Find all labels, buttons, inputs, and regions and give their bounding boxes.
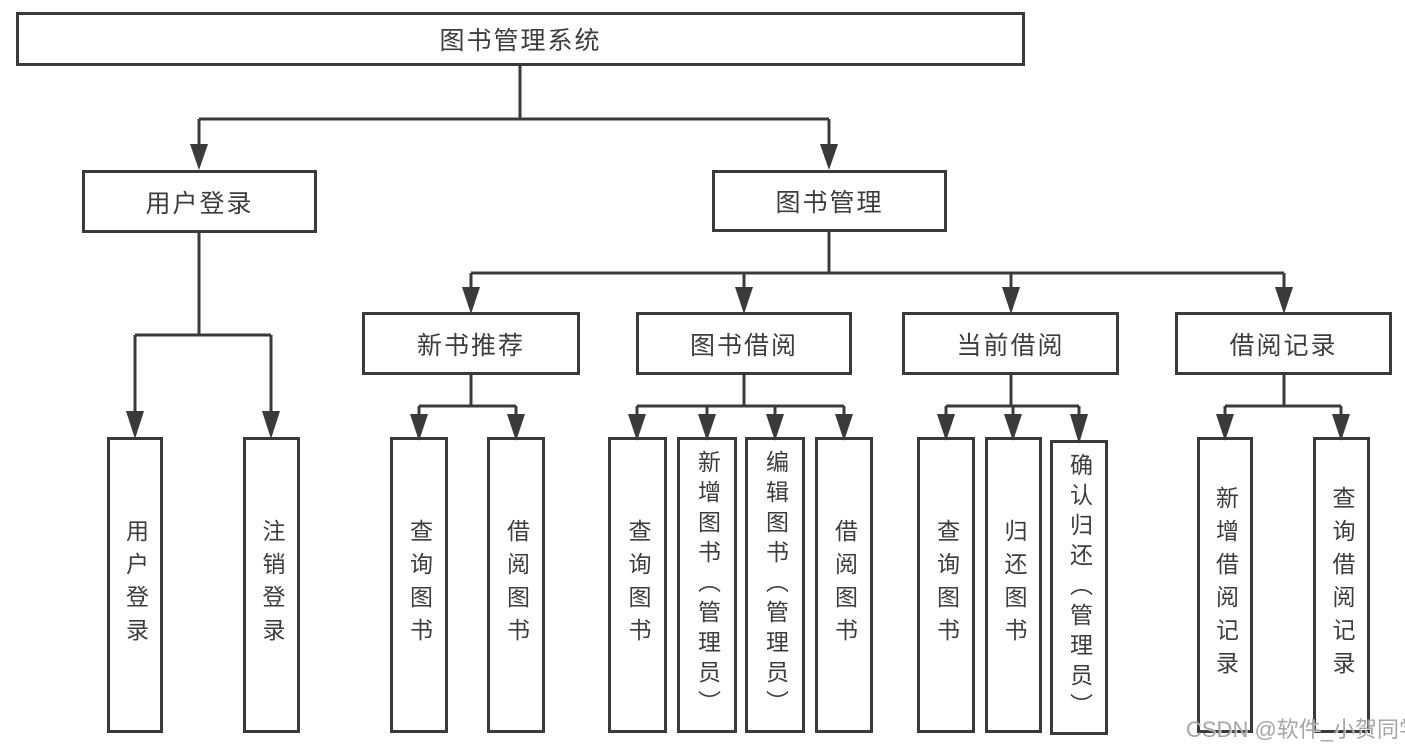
leaf-label: 查询图书: [933, 519, 960, 651]
leaf-label: 归还图书: [1001, 519, 1027, 651]
leaf-borrow-books: 借阅图书: [815, 437, 873, 733]
leaf-label: 用户登录: [122, 519, 149, 651]
leaf-label: 查询图书: [406, 519, 433, 651]
leaf-label: 新增图书（管理员）: [694, 450, 721, 720]
node-label: 新书推荐: [416, 331, 525, 360]
leaf-label: 注销登录: [259, 519, 285, 651]
connector-book-borrowing-to-leaves: [628, 375, 853, 441]
leaf-label: 查询借阅记录: [1329, 486, 1355, 684]
leaf-add-borrow-record: 新增借阅记录: [1197, 437, 1253, 733]
connector-new-book-recommend-to-leaves: [410, 375, 525, 441]
connector-book-management-to-level3: [462, 232, 1293, 314]
leaf-add-books-admin: 新增图书（管理员）: [677, 437, 737, 733]
node-label: 借阅记录: [1229, 331, 1338, 360]
node-user-login: 用户登录: [82, 170, 317, 233]
leaf-label: 编辑图书（管理员）: [762, 450, 789, 720]
leaf-label: 确认归还（管理员）: [1066, 452, 1093, 723]
leaf-query-books-borrowing: 查询图书: [608, 437, 667, 733]
leaf-edit-books-admin: 编辑图书（管理员）: [745, 437, 805, 733]
node-label: 图书管理: [775, 189, 884, 217]
connector-user-login-to-leaves: [126, 233, 280, 439]
leaf-label: 借阅图书: [503, 519, 530, 651]
leaf-return-books: 归还图书: [985, 437, 1042, 733]
node-label: 当前借阅: [956, 331, 1065, 360]
leaf-query-books-current: 查询图书: [917, 437, 975, 733]
leaf-logout: 注销登录: [243, 437, 300, 733]
leaf-label: 借阅图书: [831, 519, 858, 651]
connector-current-borrowing-to-leaves: [937, 375, 1088, 444]
node-library-management-system: 图书管理系统: [16, 12, 1025, 66]
node-book-borrowing: 图书借阅: [636, 312, 852, 375]
node-book-management: 图书管理: [712, 170, 947, 232]
leaf-query-books-recommend: 查询图书: [390, 437, 448, 733]
node-borrowing-records: 借阅记录: [1175, 312, 1392, 375]
leaf-label: 查询图书: [625, 519, 651, 651]
leaf-query-borrow-record: 查询借阅记录: [1313, 437, 1370, 733]
node-current-borrowing: 当前借阅: [902, 312, 1119, 375]
node-new-book-recommend: 新书推荐: [362, 312, 580, 375]
leaf-borrow-books-recommend: 借阅图书: [487, 437, 545, 733]
leaf-label: 新增借阅记录: [1212, 486, 1239, 684]
csdn-watermark: CSDN @软件_小贺同学: [1186, 717, 1405, 742]
leaf-confirm-return-admin: 确认归还（管理员）: [1050, 440, 1108, 735]
node-label: 图书借阅: [689, 331, 798, 360]
connector-root-to-level2: [190, 64, 838, 170]
node-label: 用户登录: [145, 189, 254, 218]
leaf-user-login: 用户登录: [107, 437, 163, 733]
node-label: 图书管理系统: [439, 27, 602, 55]
connector-borrowing-records-to-leaves: [1216, 375, 1350, 441]
